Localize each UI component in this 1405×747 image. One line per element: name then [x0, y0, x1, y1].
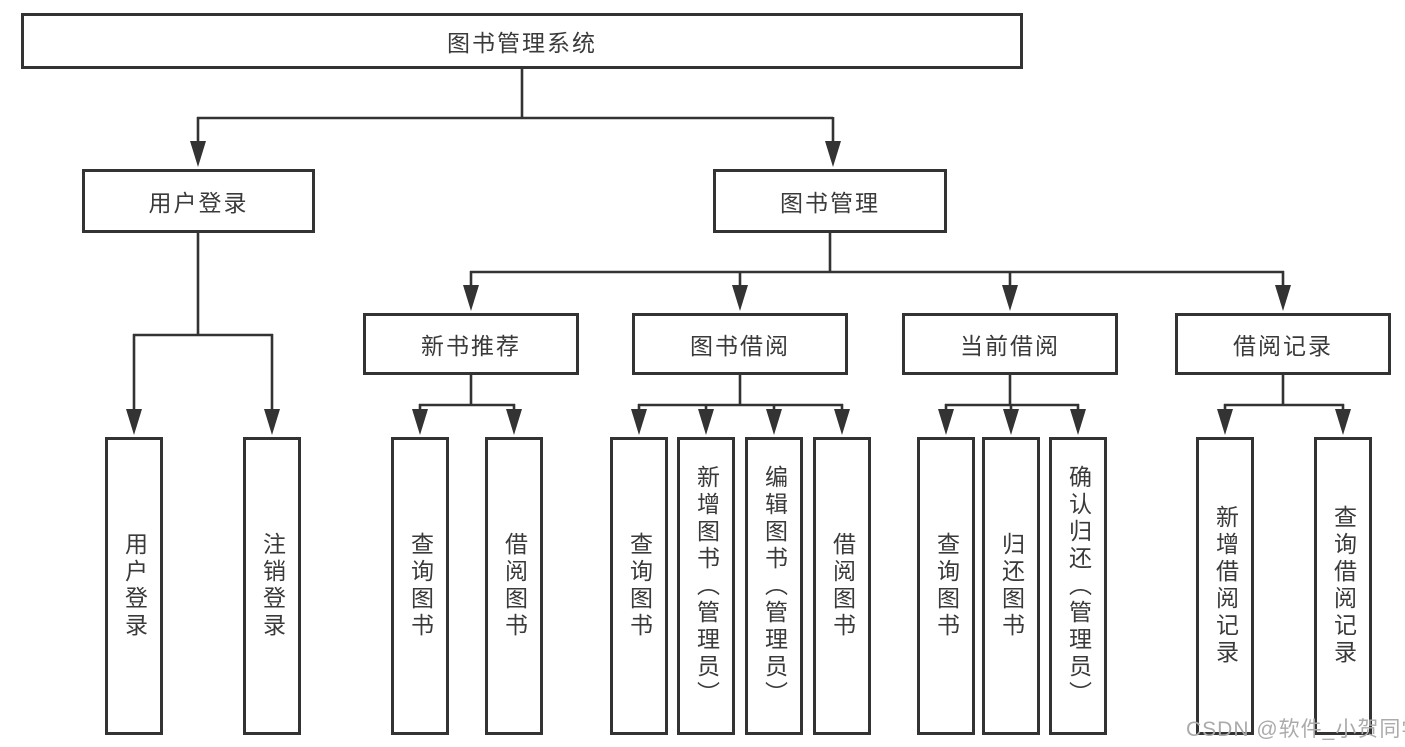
leaf-borrow-books: 借阅图书	[813, 437, 871, 735]
node-library-management-system: 图书管理系统	[21, 13, 1023, 69]
leaf-edit-books-admin: 编辑图书（管理员）	[745, 437, 803, 735]
leaf-logout: 注销登录	[243, 437, 301, 735]
leaf-confirm-return-admin: 确认归还（管理员）	[1049, 437, 1107, 735]
node-label: 借阅图书	[501, 532, 528, 640]
node-label: 确认归还（管理员）	[1065, 464, 1092, 708]
node-label: 用户登录	[148, 190, 249, 216]
node-label: 图书借阅	[690, 333, 790, 359]
node-label: 用户登录	[121, 532, 148, 640]
node-current-borrowing: 当前借阅	[902, 313, 1118, 375]
node-label: 新增图书（管理员）	[693, 464, 720, 708]
node-label: 借阅记录	[1233, 333, 1333, 359]
node-label: 新书推荐	[421, 333, 521, 359]
leaf-user-login: 用户登录	[105, 437, 163, 735]
leaf-query-books-recommend: 查询图书	[391, 437, 449, 735]
node-label: 图书管理系统	[447, 30, 597, 56]
node-label: 图书管理	[780, 190, 880, 216]
node-new-book-recommendation: 新书推荐	[363, 313, 579, 375]
node-label: 查询图书	[626, 532, 653, 640]
node-label: 当前借阅	[960, 333, 1060, 359]
leaf-add-borrow-record: 新增借阅记录	[1196, 437, 1254, 735]
node-borrowing-records: 借阅记录	[1175, 313, 1391, 375]
leaf-add-books-admin: 新增图书（管理员）	[677, 437, 735, 735]
leaf-query-books-borrow: 查询图书	[610, 437, 668, 735]
csdn-watermark: CSDN @软件_小贺同学	[1186, 718, 1405, 741]
node-label: 编辑图书（管理员）	[761, 464, 788, 708]
node-book-management: 图书管理	[713, 169, 947, 233]
node-label: 查询图书	[933, 532, 960, 640]
leaf-query-borrow-record: 查询借阅记录	[1314, 437, 1372, 735]
node-book-borrowing: 图书借阅	[632, 313, 848, 375]
node-label: 归还图书	[998, 532, 1025, 640]
node-label: 新增借阅记录	[1212, 505, 1239, 667]
leaf-borrow-books-recommend: 借阅图书	[485, 437, 543, 735]
leaf-query-books-current: 查询图书	[917, 437, 975, 735]
node-label: 借阅图书	[829, 532, 856, 640]
leaf-return-books: 归还图书	[982, 437, 1040, 735]
node-user-login: 用户登录	[82, 169, 315, 233]
node-label: 注销登录	[259, 532, 286, 640]
node-label: 查询借阅记录	[1330, 505, 1357, 667]
node-label: 查询图书	[407, 532, 434, 640]
